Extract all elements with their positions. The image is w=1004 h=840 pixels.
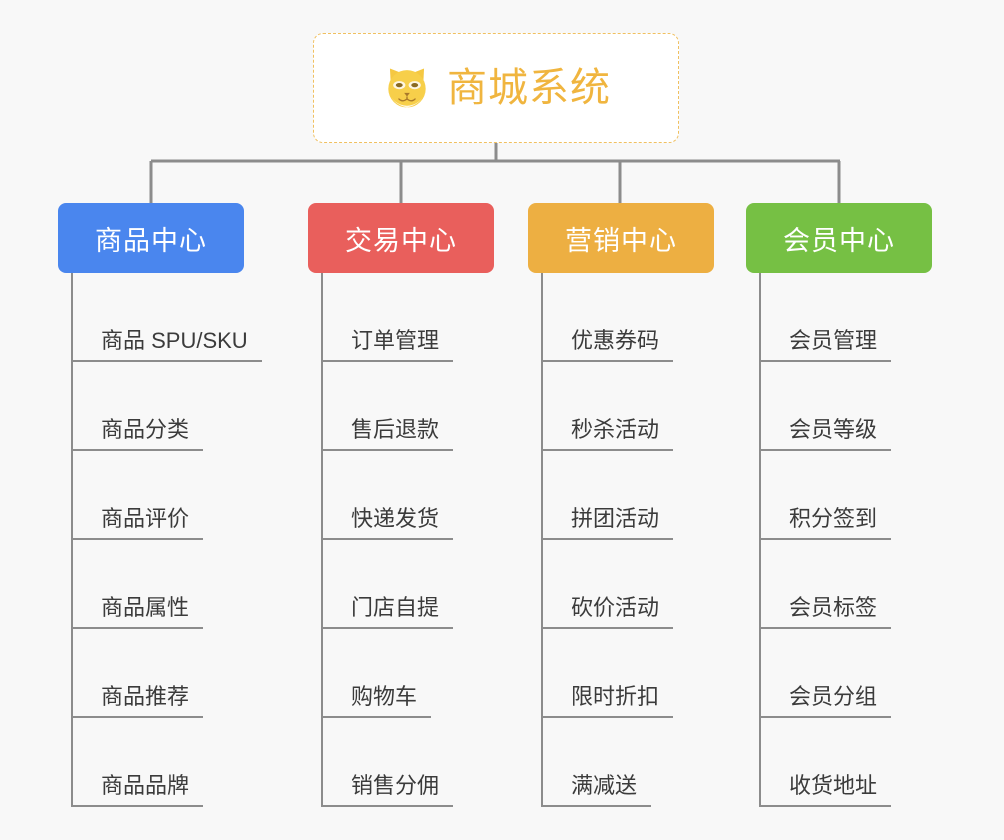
leaf-item[interactable]: 商品评价 bbox=[58, 451, 244, 540]
category-header-交易中心[interactable]: 交易中心 bbox=[308, 203, 494, 273]
leaf-label: 砍价活动 bbox=[541, 595, 674, 629]
leaf-item[interactable]: 商品推荐 bbox=[58, 629, 244, 718]
leaf-label: 收货地址 bbox=[759, 773, 892, 807]
leaf-item[interactable]: 购物车 bbox=[308, 629, 494, 718]
leaf-label: 门店自提 bbox=[321, 595, 454, 629]
leaf-label: 拼团活动 bbox=[541, 506, 674, 540]
leaf-item[interactable]: 砍价活动 bbox=[528, 540, 714, 629]
category-header-label: 交易中心 bbox=[345, 225, 457, 256]
leaf-label: 购物车 bbox=[321, 684, 432, 718]
leaf-item[interactable]: 会员分组 bbox=[746, 629, 932, 718]
leaf-label: 会员等级 bbox=[759, 417, 892, 451]
leaf-label: 积分签到 bbox=[759, 506, 892, 540]
category-header-label: 营销中心 bbox=[565, 225, 677, 256]
category-header-商品中心[interactable]: 商品中心 bbox=[58, 203, 244, 273]
leaf-list-营销中心: 优惠券码 秒杀活动 拼团活动 砍价活动 限时折扣 满减送 bbox=[528, 273, 714, 807]
leaf-label: 商品属性 bbox=[71, 595, 204, 629]
leaf-item[interactable]: 优惠券码 bbox=[528, 273, 714, 362]
leaf-item[interactable]: 会员管理 bbox=[746, 273, 932, 362]
leaf-label: 会员分组 bbox=[759, 684, 892, 718]
leaf-item[interactable]: 积分签到 bbox=[746, 451, 932, 540]
leaf-item[interactable]: 秒杀活动 bbox=[528, 362, 714, 451]
leaf-label: 满减送 bbox=[541, 773, 652, 807]
leaf-item[interactable]: 售后退款 bbox=[308, 362, 494, 451]
leaf-label: 会员标签 bbox=[759, 595, 892, 629]
category-column-会员中心: 会员中心 会员管理 会员等级 积分签到 会员标签 会员分组 收货地址 bbox=[746, 203, 932, 807]
leaf-item[interactable]: 限时折扣 bbox=[528, 629, 714, 718]
leaf-list-交易中心: 订单管理 售后退款 快递发货 门店自提 购物车 销售分佣 bbox=[308, 273, 494, 807]
leaf-label: 商品分类 bbox=[71, 417, 204, 451]
leaf-label: 订单管理 bbox=[321, 328, 454, 362]
leaf-item[interactable]: 商品 SPU/SKU bbox=[58, 273, 262, 362]
leaf-item[interactable]: 拼团活动 bbox=[528, 451, 714, 540]
leaf-item[interactable]: 会员等级 bbox=[746, 362, 932, 451]
leaf-label: 商品推荐 bbox=[71, 684, 204, 718]
leaf-label: 会员管理 bbox=[759, 328, 892, 362]
category-header-营销中心[interactable]: 营销中心 bbox=[528, 203, 714, 273]
leaf-label: 秒杀活动 bbox=[541, 417, 674, 451]
leaf-item[interactable]: 销售分佣 bbox=[308, 718, 494, 807]
leaf-item[interactable]: 满减送 bbox=[528, 718, 714, 807]
leaf-label: 快递发货 bbox=[321, 506, 454, 540]
leaf-list-会员中心: 会员管理 会员等级 积分签到 会员标签 会员分组 收货地址 bbox=[746, 273, 932, 807]
leaf-item[interactable]: 门店自提 bbox=[308, 540, 494, 629]
leaf-list-商品中心: 商品 SPU/SKU 商品分类 商品评价 商品属性 商品推荐 商品品牌 bbox=[58, 273, 262, 807]
category-column-商品中心: 商品中心 商品 SPU/SKU 商品分类 商品评价 商品属性 商品推荐 商品品牌 bbox=[58, 203, 262, 807]
category-column-营销中心: 营销中心 优惠券码 秒杀活动 拼团活动 砍价活动 限时折扣 满减送 bbox=[528, 203, 714, 807]
leaf-label: 优惠券码 bbox=[541, 328, 674, 362]
category-header-会员中心[interactable]: 会员中心 bbox=[746, 203, 932, 273]
category-column-交易中心: 交易中心 订单管理 售后退款 快递发货 门店自提 购物车 销售分佣 bbox=[308, 203, 494, 807]
leaf-label: 商品 SPU/SKU bbox=[71, 328, 262, 362]
category-columns: 商品中心 商品 SPU/SKU 商品分类 商品评价 商品属性 商品推荐 商品品牌… bbox=[0, 203, 1004, 807]
leaf-label: 限时折扣 bbox=[541, 684, 674, 718]
leaf-item[interactable]: 快递发货 bbox=[308, 451, 494, 540]
leaf-label: 销售分佣 bbox=[321, 773, 454, 807]
leaf-label: 商品品牌 bbox=[71, 773, 204, 807]
leaf-item[interactable]: 商品属性 bbox=[58, 540, 244, 629]
leaf-item[interactable]: 会员标签 bbox=[746, 540, 932, 629]
category-header-label: 商品中心 bbox=[95, 225, 207, 256]
leaf-label: 售后退款 bbox=[321, 417, 454, 451]
leaf-item[interactable]: 商品分类 bbox=[58, 362, 244, 451]
leaf-item[interactable]: 订单管理 bbox=[308, 273, 494, 362]
leaf-item[interactable]: 商品品牌 bbox=[58, 718, 244, 807]
leaf-item[interactable]: 收货地址 bbox=[746, 718, 932, 807]
root-node-商城系统[interactable]: 商城系统 bbox=[313, 33, 679, 143]
root-title: 商城系统 bbox=[447, 66, 611, 110]
leaf-label: 商品评价 bbox=[71, 506, 204, 540]
shiba-dog-icon bbox=[388, 68, 426, 108]
category-header-label: 会员中心 bbox=[783, 225, 895, 256]
